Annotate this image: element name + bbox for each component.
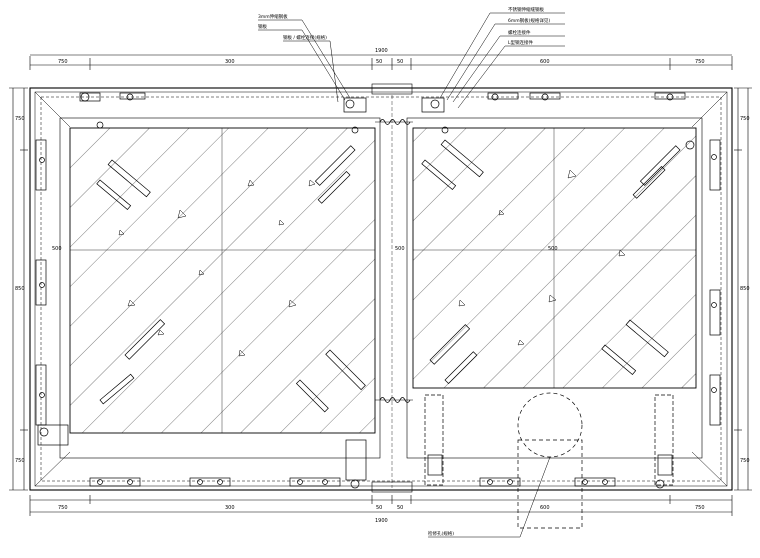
callout-top-5: 6mm钢板(规格详见)	[508, 17, 550, 24]
dim-center-3: 500	[548, 246, 558, 252]
right-dimension-line: 750 850 750	[734, 87, 752, 491]
dim-bottom-overall: 1900	[375, 518, 388, 524]
callout-top-7: L型钢连接件	[508, 39, 534, 46]
callouts: 3mm伸缩钢板 钢板 钢板 / 螺栓连接(规格) 不锈钢伸缩缝钢板 6mm钢板(…	[258, 6, 550, 537]
dim-left-2: 850	[15, 286, 25, 292]
dim-bottom-1: 750	[58, 505, 68, 511]
outer-frame	[29, 87, 733, 491]
center-dimensions: 500 500 500	[52, 246, 558, 252]
bolt-connectors-top	[79, 92, 686, 134]
support-columns	[345, 394, 674, 486]
leader-lines-top	[258, 12, 565, 109]
dim-center-2: 500	[395, 246, 405, 252]
brace-members-left	[96, 145, 366, 413]
dim-top-3: 50	[376, 59, 382, 65]
dim-bottom-2: 300	[225, 505, 235, 511]
callout-bottom: 检修孔(规格)	[428, 530, 454, 537]
dim-bottom-5: 600	[540, 505, 550, 511]
bolt-connectors-sides	[35, 139, 721, 446]
callout-top-4: 不锈钢伸缩缝钢板	[508, 6, 544, 13]
dim-top-4: 50	[397, 59, 403, 65]
callout-top-2: 钢板	[258, 23, 267, 30]
bottom-dimension-line: 750 300 50 50 600 750 1900	[29, 495, 733, 524]
callout-top-1: 3mm伸缩钢板	[258, 13, 288, 20]
right-slab	[412, 127, 697, 389]
leader-line-bottom	[428, 456, 551, 538]
aggregate-marks	[118, 169, 626, 357]
top-dimension-line: 750 300 50 50 600 750 1900	[29, 48, 733, 70]
dim-bottom-3: 50	[376, 505, 382, 511]
left-dimension-line: 750 850 750	[9, 87, 28, 491]
expansion-joint	[371, 83, 413, 493]
dim-top-6: 750	[695, 59, 705, 65]
dim-left-1: 750	[15, 116, 25, 122]
dim-bottom-6: 750	[695, 505, 705, 511]
brace-members-right	[421, 139, 681, 385]
dim-right-3: 750	[740, 458, 750, 464]
callout-top-3: 钢板 / 螺栓连接(规格)	[283, 34, 327, 41]
dim-right-2: 850	[740, 286, 750, 292]
dim-top-overall: 1900	[375, 48, 388, 54]
inspection-hole	[517, 392, 583, 529]
dim-top-2: 300	[225, 59, 235, 65]
dim-left-3: 750	[15, 458, 25, 464]
bolt-connectors-bottom	[89, 477, 665, 489]
dim-bottom-4: 50	[397, 505, 403, 511]
callout-top-6: 螺栓连接件	[508, 29, 531, 36]
dim-center-1: 500	[52, 246, 62, 252]
dim-top-5: 600	[540, 59, 550, 65]
dim-top-1: 750	[58, 59, 68, 65]
left-slab	[69, 127, 376, 434]
dim-right-1: 750	[740, 116, 750, 122]
